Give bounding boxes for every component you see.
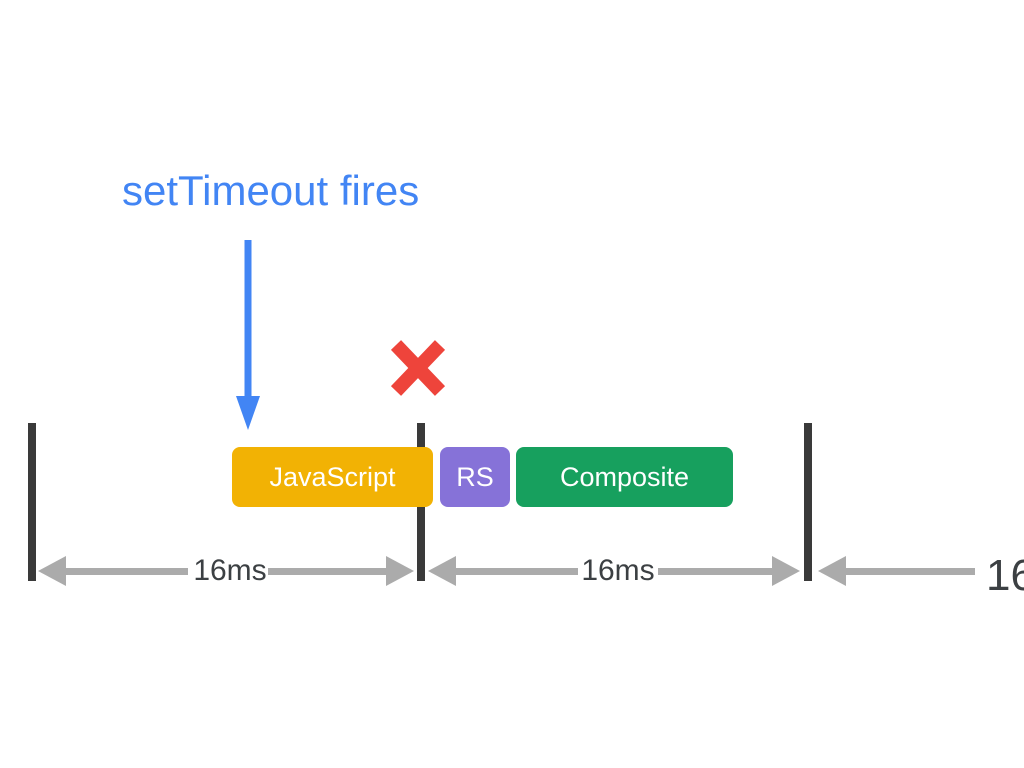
interval2-arrowhead-right-icon: [772, 556, 800, 586]
task-javascript-label: JavaScript: [269, 461, 396, 492]
dropped-frame-x-icon: [390, 340, 446, 396]
interval2-shaft-left: [454, 568, 578, 575]
interval3-arrowhead-left-icon: [818, 556, 846, 586]
frame-boundary-left: [28, 423, 36, 581]
task-composite-label: Composite: [559, 461, 690, 492]
settimeout-fires-label: setTimeout fires: [122, 167, 420, 214]
interval2-label: 16ms: [581, 554, 655, 587]
task-rs: RS: [440, 447, 510, 507]
task-composite: Composite: [516, 447, 733, 507]
interval3-shaft: [844, 568, 975, 575]
interval3-label: 16: [986, 551, 1024, 600]
task-javascript: JavaScript: [232, 447, 433, 507]
frame-boundary-right: [804, 423, 812, 581]
interval2-arrowhead-left-icon: [428, 556, 456, 586]
interval1-shaft-left: [64, 568, 188, 575]
interval1-label: 16ms: [193, 554, 267, 587]
task-rs-label: RS: [456, 461, 494, 492]
settimeout-arrow-icon: [236, 240, 260, 430]
interval1-shaft-right: [268, 568, 388, 575]
interval2-shaft-right: [658, 568, 774, 575]
interval1-arrowhead-right-icon: [386, 556, 414, 586]
interval1-arrowhead-left-icon: [38, 556, 66, 586]
